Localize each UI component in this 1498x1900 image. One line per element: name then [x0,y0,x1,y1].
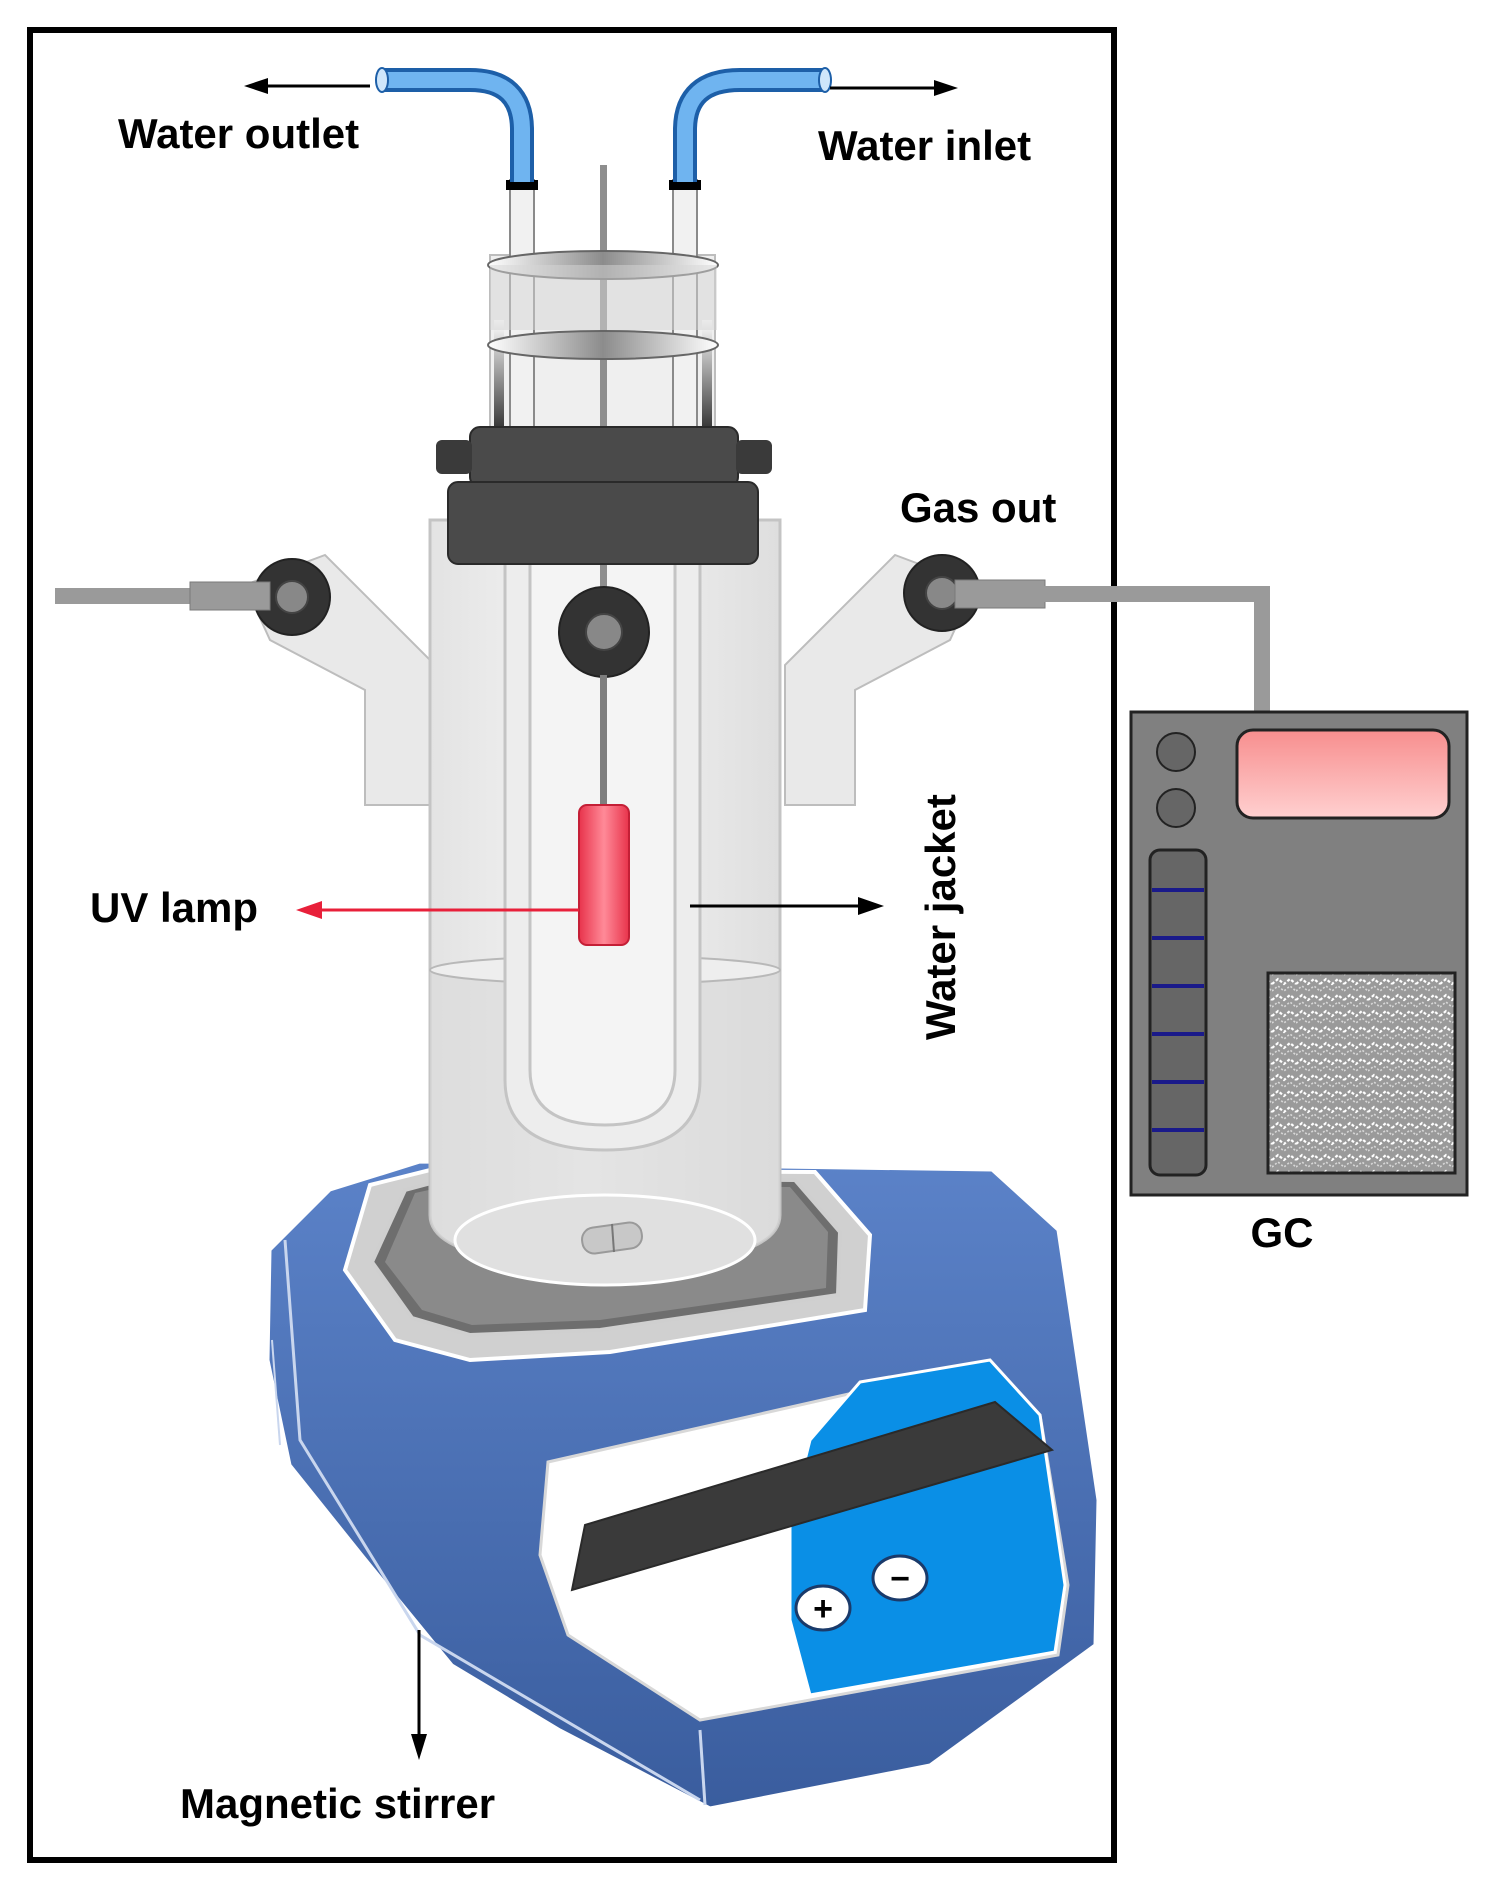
magnetic-stirrer-arrow [411,1630,427,1760]
gc-knob-1[interactable] [1156,732,1196,772]
water-outlet-arrow [244,78,370,94]
water-inlet-tube-end [818,67,832,93]
label-water-inlet: Water inlet [818,122,1031,169]
stirrer-side-line [283,1239,701,1802]
left-gas-line [55,581,271,611]
stirrer-side-line-2 [271,1339,281,1446]
label-gc: GC [1251,1209,1314,1256]
plus-button[interactable]: + [794,1584,852,1632]
uv-lamp-body [578,804,630,946]
cap-upper [469,426,739,488]
lower-glass-ring [487,330,719,360]
right-rod-gradient [702,320,712,430]
label-uv-lamp: UV lamp [90,884,258,931]
left-port [253,558,331,636]
water-inlet-arrow [830,80,958,96]
water-jacket-arrow [690,897,884,915]
gas-out-line [954,579,1270,715]
arrows [244,78,958,1760]
stir-bar [581,1221,643,1255]
cap-left-knob [436,440,472,474]
left-rod-gradient [494,320,504,430]
cap-right-knob [736,440,772,474]
gc-vent-grille [1266,971,1457,1175]
reactor-cap [436,426,772,565]
label-water-outlet: Water outlet [118,110,359,157]
right-port [903,554,981,632]
gc-knob-2[interactable] [1156,788,1196,828]
label-water-jacket: Water jacket [917,794,964,1040]
right-tube-collar [669,180,701,190]
upper-ring-band [490,265,717,330]
cap-lower [447,481,759,565]
stirrer-front-edge [698,1729,707,1806]
plus-button-label: + [813,1590,833,1628]
water-outlet-tube-end [375,67,389,93]
gc-column-marks [1152,888,1204,1132]
water-outlet-tube-fill [382,72,530,182]
gc-column-panel [1148,848,1208,1177]
label-magnetic-stirrer: Magnetic stirrer [180,1780,495,1827]
lamp-rod [600,675,607,810]
center-port [558,586,650,678]
gc-instrument [1129,710,1469,1197]
reactor-neck [487,165,719,720]
left-tube-collar [506,180,538,190]
stirrer-display-slot [570,1400,1055,1592]
minus-button[interactable]: − [871,1554,929,1602]
gc-display [1235,728,1451,820]
system-frame [27,27,1117,1863]
uv-lamp-arrow [296,901,579,919]
water-inlet-tube-fill [677,72,825,182]
minus-button-label: − [890,1560,910,1598]
label-gas-out: Gas out [900,484,1056,531]
